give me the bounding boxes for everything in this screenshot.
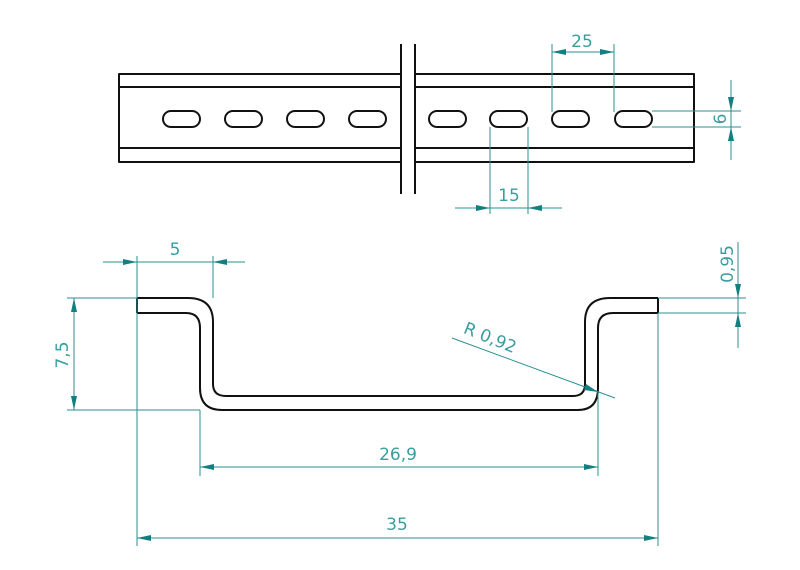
dim-inner-width: 26,9 (199, 392, 599, 476)
dim-text-thickness: 0,95 (718, 245, 738, 283)
dim-text-slot-pitch: 25 (571, 32, 593, 52)
dim-slot-pitch: 25 (551, 32, 615, 112)
slot (428, 110, 467, 128)
rail-left-segment (118, 73, 400, 163)
slot (551, 110, 590, 128)
slots (162, 110, 653, 128)
dim-text-overall-width: 35 (386, 515, 408, 535)
slot (348, 110, 387, 128)
top-view: 25 15 6 (118, 32, 741, 214)
dim-overall-width: 35 (137, 313, 659, 546)
slot (224, 110, 263, 128)
dim-radius: R 0,92 (451, 319, 616, 399)
dim-text-height: 7,5 (53, 341, 73, 368)
dim-text-slot-length: 15 (498, 186, 520, 206)
section-view: 5 7,5 0,95 R 0,92 (53, 240, 746, 546)
dim-height: 7,5 (53, 297, 200, 411)
profile-top-surface (137, 297, 658, 397)
dim-text-slot-width: 6 (711, 114, 731, 125)
rail-right-segment (415, 73, 695, 163)
dim-text-flange-width: 5 (170, 240, 181, 260)
slot (489, 110, 528, 128)
dim-slot-length: 15 (455, 127, 562, 214)
slot (286, 110, 325, 128)
slot (614, 110, 653, 128)
dim-flange-width: 5 (103, 240, 245, 546)
dim-slot-width: 6 (652, 80, 741, 160)
dim-text-inner-width: 26,9 (379, 445, 417, 465)
profile-bottom-surface (137, 312, 658, 411)
slot (162, 110, 201, 128)
dim-thickness: 0,95 (658, 242, 746, 348)
